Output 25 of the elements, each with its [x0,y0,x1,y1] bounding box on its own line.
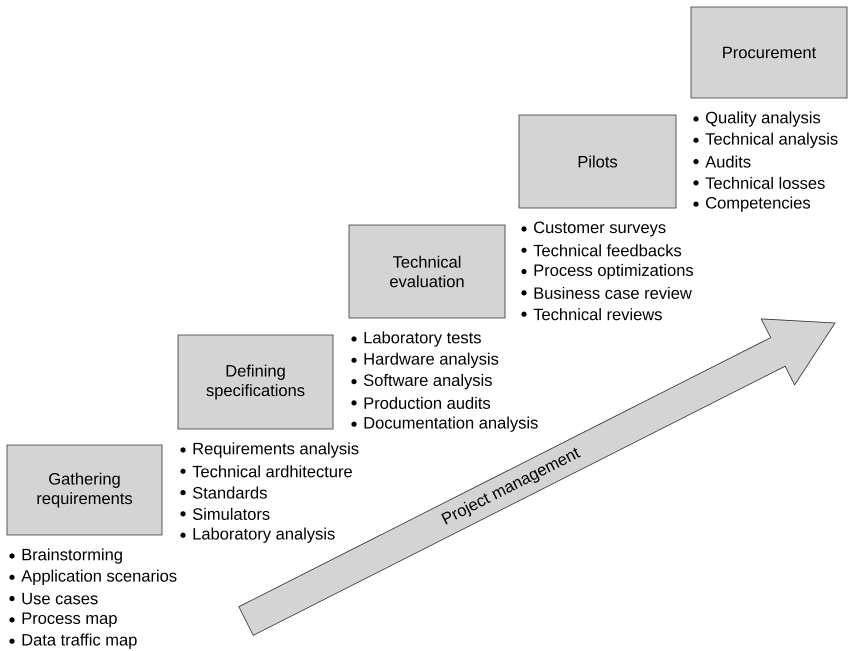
stage-box: Procurement [690,6,848,98]
bullet-item: Brainstorming [9,548,122,564]
bullet-item: Customer surveys [521,222,666,236]
stage-box: Technical evaluation [348,224,506,318]
bullet-item: Laboratory tests [351,331,481,347]
bullet-item: Application scenarios [9,570,176,585]
bullet-item: Technical feedbacks [521,244,682,256]
bullet-item: Technical analysis [693,132,838,148]
stage-box: Gathering requirements [6,444,162,536]
stage-box: Defining specifications [178,334,334,430]
bullet-item: Software analysis [351,374,492,390]
bullet-item: Documentation analysis [351,416,538,432]
bullet-item: Technical reviews [521,308,662,320]
bullet-item: Technical losses [693,176,825,189]
bullet-item: Audits [693,156,750,168]
bullet-item: Business case review [521,286,692,299]
bullet-item: Production audits [351,396,490,409]
bullet-item: Competencies [693,196,810,212]
bullet-item: Hardware analysis [351,352,498,368]
bullet-item: Use cases [9,592,98,604]
bullet-item: Data traffic map [9,634,137,649]
stage-box: Pilots [518,114,676,208]
bullet-item: Process optimizations [521,264,694,280]
bullet-item: Quality analysis [693,111,820,127]
bullet-item: Process map [9,612,117,628]
